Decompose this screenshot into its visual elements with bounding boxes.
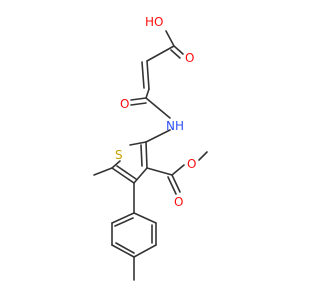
bond-aryl-3b [115, 242, 135, 254]
label-ester-o: O [187, 157, 196, 171]
label-hydroxyl: HO [145, 15, 163, 29]
bonds [93, 30, 208, 281]
bond-c5-c4-1 [111, 167, 135, 184]
bond-c5-c4-2 [116, 165, 137, 180]
bond-aryl-3 [111, 244, 135, 258]
bond-amide-c-n [145, 97, 171, 119]
bond-c-o-acid-1 [173, 45, 184, 55]
label-amide-h: H [175, 119, 184, 133]
label-acid-carbonyl-o: O [185, 51, 194, 65]
bond-c2-s [129, 141, 147, 146]
bond-amide-co-2 [130, 102, 147, 106]
label-thiophene-s: S [115, 148, 123, 162]
bond-aryl-1 [111, 212, 135, 224]
bond-beta-amide-c [145, 88, 150, 99]
label-amide-o: O [120, 97, 129, 111]
bond-aryl-6 [133, 212, 157, 224]
bond-alkene-2 [141, 61, 145, 89]
label-ester-carbonyl-o: O [174, 195, 183, 209]
bond-c3-c2-2 [140, 144, 143, 167]
bond-aryl-4 [133, 244, 157, 258]
label-amide-n: N [166, 119, 175, 133]
bond-amide-co-1 [130, 97, 147, 101]
atom-labels: HO O O N H S O O [115, 15, 196, 209]
bond-c4-c3 [133, 167, 148, 184]
bond-ester-co-2 [167, 176, 177, 195]
bond-acid-c-alpha [146, 45, 175, 62]
bond-aryl-1b [114, 217, 134, 227]
bond-ester-co-1 [171, 174, 181, 193]
bond-c3-c2-1 [145, 141, 148, 169]
bond-c3-ester-c [146, 167, 173, 176]
molecule-canvas: HO O O N H S O O [93, 15, 208, 281]
bond-alkene-1 [146, 60, 150, 90]
bond-o-methyl [198, 151, 208, 161]
bond-c-o-acid-2 [170, 49, 181, 59]
bond-c-oh [165, 30, 175, 47]
bond-n-thiophene [145, 129, 171, 143]
bond-s-c5 [111, 160, 121, 169]
structure-diagram: HO O O N H S O O [93, 15, 208, 281]
bond-ester-c-o [171, 164, 185, 176]
bond-c5-methyl [93, 167, 113, 176]
